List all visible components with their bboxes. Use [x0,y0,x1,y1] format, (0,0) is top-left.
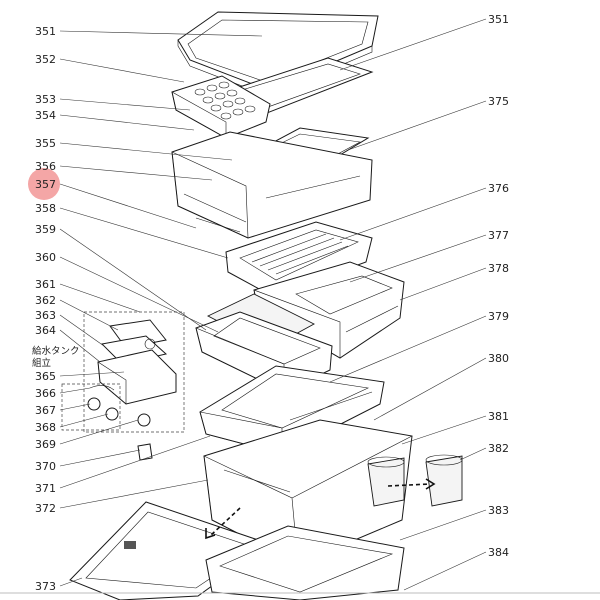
label-373: 373 [35,580,56,593]
move-arrowhead-bottom-tray [205,528,216,540]
leader-lines [59,18,487,591]
left-labels: 351 352 353 354 355 356 357 358 359 360 … [32,25,80,593]
part-351-glass-shelf [177,11,379,97]
label-360: 360 [35,251,56,264]
label-351-right: 351 [488,13,509,26]
water-tank-assembly [83,311,185,433]
label-368: 368 [35,421,56,434]
label-381: 381 [488,410,509,423]
label-353: 353 [35,93,56,106]
label-379: 379 [488,310,509,323]
label-354: 354 [35,109,56,122]
label-377: 377 [488,229,509,242]
label-375: 375 [488,95,509,108]
label-365: 365 [35,370,56,383]
part-383-lower-bin [205,525,405,600]
label-356: 356 [35,160,56,173]
part-355-case [171,131,373,239]
label-364: 364 [35,324,56,337]
label-369: 369 [35,438,56,451]
label-367: 367 [35,404,56,417]
label-376: 376 [488,182,509,195]
assembly-note-line2: 組立 [32,357,51,369]
move-arrow-cups [387,483,431,487]
label-382: 382 [488,442,509,455]
label-361: 361 [35,278,56,291]
assembly-note-line1: 給水タンク [32,345,80,357]
part-376-chilled-drawer [225,221,373,297]
label-366: 366 [35,387,56,400]
label-370: 370 [35,460,56,473]
water-tank-parts [61,383,153,461]
part-379-freezer-tray [199,365,385,455]
label-355: 355 [35,137,56,150]
label-383: 383 [488,504,509,517]
part-382-cup-left [367,456,405,507]
label-372: 372 [35,502,56,515]
label-362: 362 [35,294,56,307]
label-363: 363 [35,309,56,322]
label-378: 378 [488,262,509,275]
label-371: 371 [35,482,56,495]
right-labels: 351 375 376 377 378 379 380 381 382 383 … [488,13,509,559]
label-384: 384 [488,546,509,559]
label-359: 359 [35,223,56,236]
label-352: 352 [35,53,56,66]
part-382-cup-right [425,454,463,507]
part-381-freezer-bin [203,419,413,565]
label-380: 380 [488,352,509,365]
label-358: 358 [35,202,56,215]
label-357: 357 [35,178,56,191]
label-351-left: 351 [35,25,56,38]
move-arrowhead-cups [425,478,436,490]
tray-label-plate [124,541,136,549]
highlight-circle [28,168,60,200]
